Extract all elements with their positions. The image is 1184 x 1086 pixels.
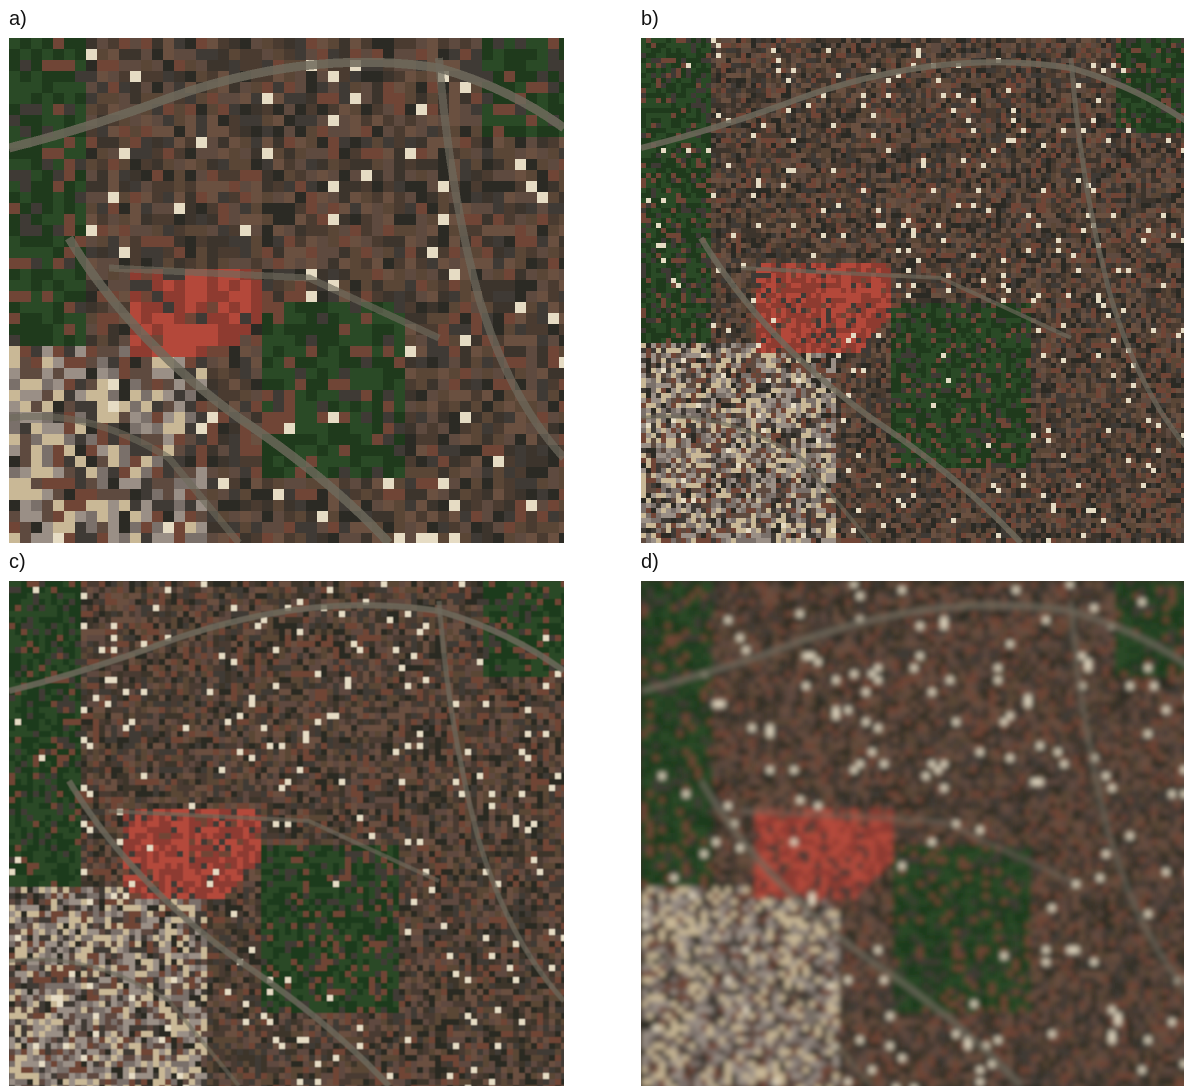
satellite-image-a xyxy=(9,38,564,543)
panel-label-d: d) xyxy=(641,551,659,573)
panel-label-c: c) xyxy=(9,551,26,573)
satellite-image-c xyxy=(9,581,564,1086)
panel-label-a: a) xyxy=(9,8,27,30)
satellite-image-d xyxy=(641,581,1184,1086)
panel-label-b: b) xyxy=(641,8,659,30)
satellite-image-b xyxy=(641,38,1184,543)
